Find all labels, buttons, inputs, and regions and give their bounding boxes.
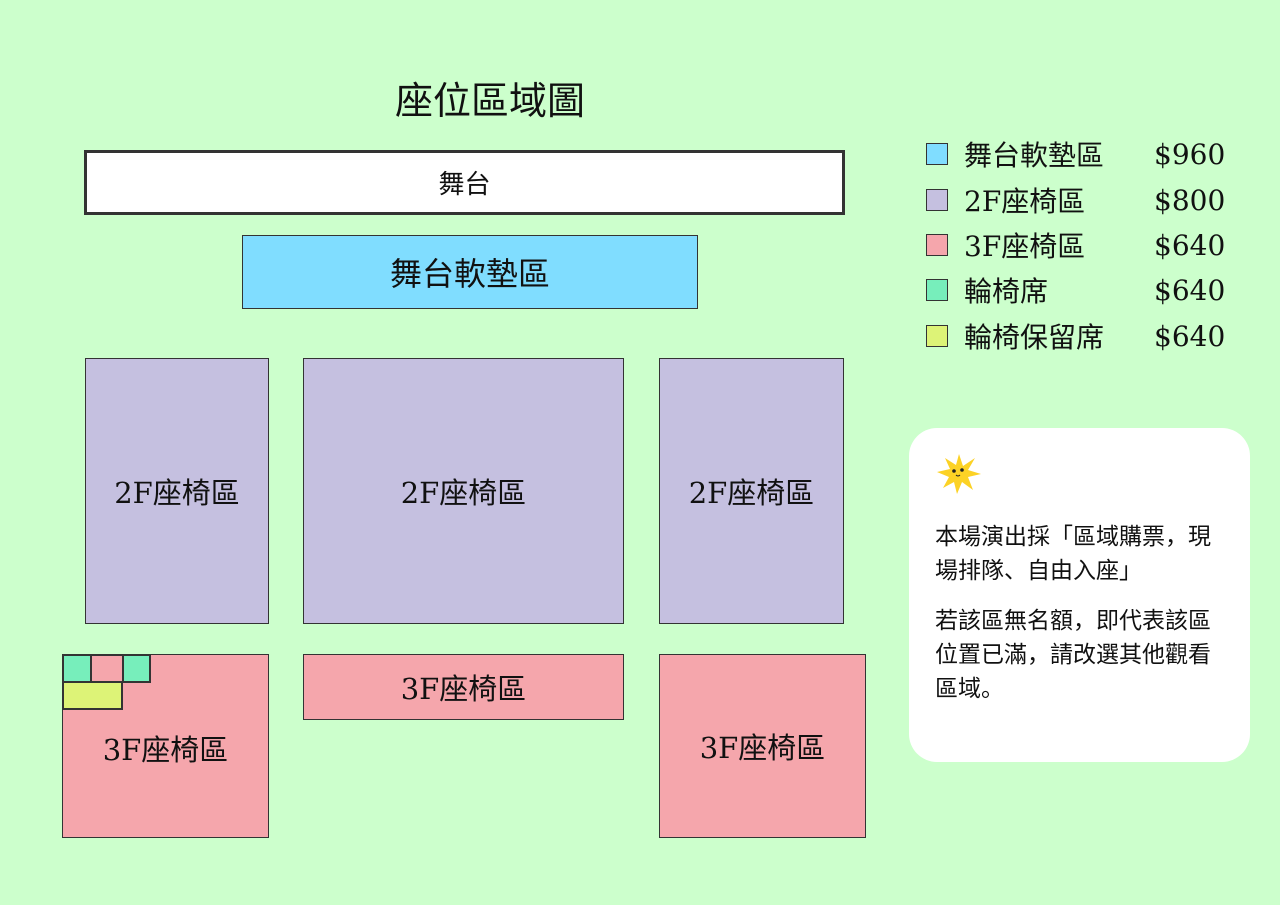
zone-3f-right[interactable]: 3F座椅區 bbox=[659, 654, 866, 838]
wheelchair-seat[interactable] bbox=[122, 654, 151, 683]
zone-label: 舞台軟墊區 bbox=[389, 255, 550, 293]
zone-label: 2F座椅區 bbox=[400, 476, 527, 510]
zone-label: 3F座椅區 bbox=[400, 672, 527, 706]
zone-label: 3F座椅區 bbox=[699, 731, 826, 765]
legend-name: 輪椅席 bbox=[964, 275, 1049, 308]
legend-name: 3F座椅區 bbox=[964, 230, 1086, 263]
wheelchair-seat[interactable] bbox=[62, 654, 92, 683]
legend-name: 輪椅保留席 bbox=[964, 321, 1105, 354]
legend-swatch bbox=[926, 234, 948, 256]
zone-label: 2F座椅區 bbox=[688, 476, 815, 510]
zone-2f-right[interactable]: 2F座椅區 bbox=[659, 358, 844, 624]
sun-star-icon bbox=[937, 454, 981, 494]
legend-item: 3F座椅區 $640 bbox=[926, 228, 1226, 263]
stage-label: 舞台 bbox=[438, 170, 491, 200]
zone-label: 3F座椅區 bbox=[102, 733, 229, 767]
page-title: 座位區域圖 bbox=[394, 79, 585, 123]
zone-2f-left[interactable]: 2F座椅區 bbox=[85, 358, 269, 624]
legend-name: 2F座椅區 bbox=[964, 185, 1086, 218]
legend-swatch bbox=[926, 325, 948, 347]
zone-2f-center[interactable]: 2F座椅區 bbox=[303, 358, 624, 624]
legend-price: $960 bbox=[1154, 137, 1226, 171]
notice-paragraph-1: 本場演出採「區域購票，現場排隊、自由入座」 bbox=[935, 524, 1211, 584]
notice-card: 本場演出採「區域購票，現場排隊、自由入座」 若該區無名額，即代表該區位置已滿，請… bbox=[909, 428, 1250, 762]
legend-name: 舞台軟墊區 bbox=[964, 139, 1105, 172]
legend-item: 2F座椅區 $800 bbox=[926, 183, 1226, 218]
legend-price: $800 bbox=[1154, 183, 1226, 217]
zone-label: 2F座椅區 bbox=[114, 476, 240, 510]
legend-item: 輪椅席 $640 bbox=[926, 273, 1226, 308]
wheelchair-pink-gap bbox=[90, 654, 124, 683]
zone-stage-cushion[interactable]: 舞台軟墊區 bbox=[242, 235, 698, 309]
legend-price: $640 bbox=[1154, 273, 1226, 307]
legend-swatch bbox=[926, 279, 948, 301]
wheelchair-reserved-seat[interactable] bbox=[62, 681, 123, 710]
stage: 舞台 bbox=[84, 150, 845, 215]
notice-paragraph-2: 若該區無名額，即代表該區位置已滿，請改選其他觀看區域。 bbox=[935, 608, 1211, 702]
legend-price: $640 bbox=[1154, 228, 1226, 262]
legend-item: 舞台軟墊區 $960 bbox=[926, 137, 1226, 172]
zone-3f-center[interactable]: 3F座椅區 bbox=[303, 654, 624, 720]
legend-item: 輪椅保留席 $640 bbox=[926, 319, 1226, 354]
legend-price: $640 bbox=[1154, 319, 1226, 353]
legend-swatch bbox=[926, 189, 948, 211]
legend-swatch bbox=[926, 143, 948, 165]
